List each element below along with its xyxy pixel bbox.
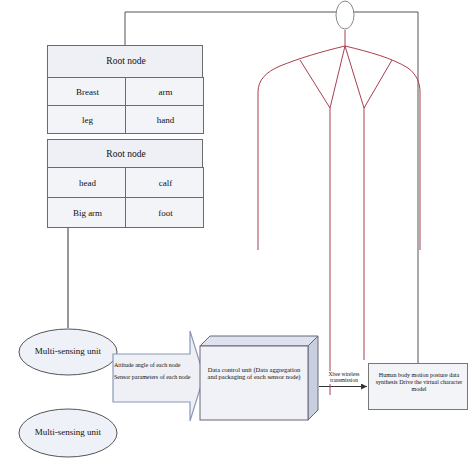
table-cell: head <box>47 167 126 198</box>
cube-side <box>308 336 318 420</box>
table-box: Root nodeBreastarm leghand <box>47 45 203 133</box>
node-text: Root node <box>48 56 204 67</box>
table-cell: arm <box>125 77 204 106</box>
edge-label: Xbee wireless transmission <box>321 371 367 383</box>
table-cell: calf <box>125 167 204 198</box>
node-text: Human body motion posture data synthesis… <box>372 372 466 393</box>
table-cell: foot <box>125 197 204 228</box>
arrow-outline <box>113 331 204 421</box>
node-text: leg <box>48 115 127 125</box>
sensor-ellipse: Multi-sensing unit <box>18 408 118 458</box>
node-text: arm <box>126 87 205 97</box>
node-text: Data control unit (Data aggregation and … <box>204 366 304 381</box>
figure-neck <box>345 30 346 46</box>
output-box: Human body motion posture data synthesis… <box>368 363 468 410</box>
node-text: Sensor parameters of each node <box>114 374 202 381</box>
figure-right-leg <box>364 60 392 360</box>
figure-head <box>336 1 354 29</box>
node-text: Multi-sensing unit <box>24 427 112 437</box>
table-box: Root node headcalfBig armfoot <box>47 139 203 227</box>
table-cell: hand <box>125 105 204 134</box>
connector <box>319 386 367 387</box>
node-text: Multi-sensing unit <box>24 346 112 356</box>
cube-front <box>200 346 308 420</box>
cube-top <box>200 336 318 346</box>
figure-torso <box>330 46 364 108</box>
node-text: Big arm <box>48 208 127 218</box>
ellipse-outline <box>19 409 117 457</box>
node-text: hand <box>126 115 205 125</box>
node-text: calf <box>126 178 205 188</box>
process-box: Data control unit (Data aggregation and … <box>200 336 318 420</box>
sensor-ellipse: Multi-sensing unit <box>18 328 118 376</box>
table-cell: Big arm <box>47 197 126 228</box>
table-cell: leg <box>47 105 126 134</box>
node-text: foot <box>126 208 205 218</box>
table-cell: Breast <box>47 77 126 106</box>
figure-left-arm <box>258 46 345 250</box>
connector <box>68 227 69 328</box>
block-arrow: Attitude angle of each nodeSensor parame… <box>112 330 205 422</box>
node-text: Breast <box>48 87 127 97</box>
node-text: head <box>48 178 127 188</box>
ellipse-outline <box>19 329 117 375</box>
node-text: Attitude angle of each node <box>114 362 192 369</box>
node-text: Root node <box>48 149 204 160</box>
